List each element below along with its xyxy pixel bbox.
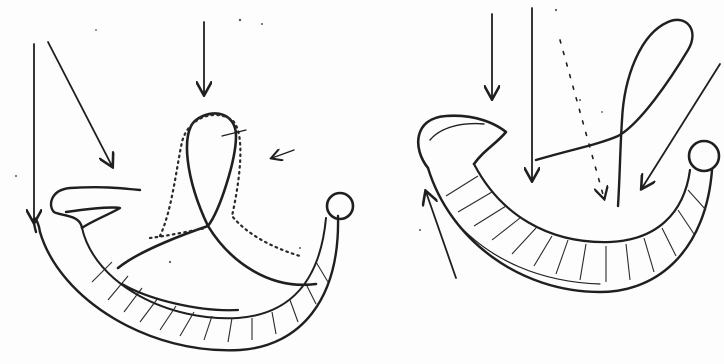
right-hatched-band bbox=[428, 141, 719, 292]
left-band-hatching bbox=[92, 262, 328, 342]
right-curl-inner bbox=[430, 124, 484, 140]
left-arrow-small bbox=[272, 150, 294, 158]
left-panel bbox=[15, 19, 353, 351]
left-paper-specks bbox=[15, 19, 301, 263]
right-band-shadow-line bbox=[456, 222, 600, 284]
left-hatched-band bbox=[40, 193, 353, 350]
right-arrow-up bbox=[426, 192, 456, 278]
right-panel bbox=[418, 8, 720, 292]
right-knob-icon bbox=[689, 141, 719, 171]
left-loop-lower-strand bbox=[122, 284, 238, 310]
right-paper-specks bbox=[419, 9, 603, 231]
right-band-outer-edge bbox=[428, 168, 712, 292]
right-band-inner-edge bbox=[474, 164, 690, 242]
left-tick-mark bbox=[222, 130, 246, 136]
left-arrow-diagonal bbox=[48, 42, 112, 166]
left-loop-strand bbox=[118, 113, 316, 284]
right-arrow-dotted bbox=[560, 40, 604, 198]
right-loop-strand bbox=[536, 20, 692, 206]
right-band-hatching bbox=[446, 176, 706, 282]
right-curl-outline bbox=[418, 116, 506, 168]
left-knob-icon bbox=[327, 193, 353, 219]
